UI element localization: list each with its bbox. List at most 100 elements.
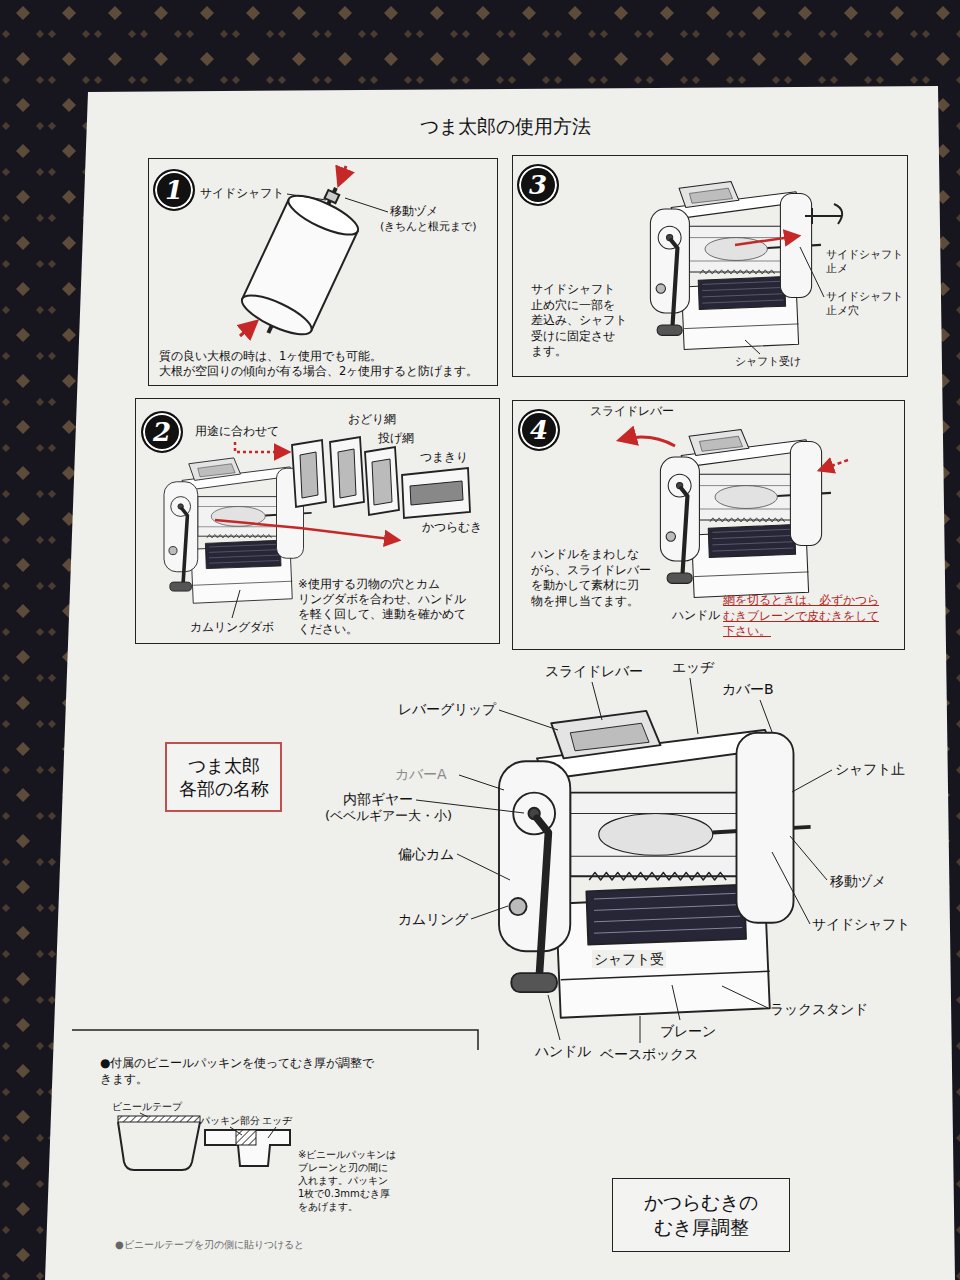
machine-figure xyxy=(650,181,842,354)
title-box: つま太郎 各部の名称 xyxy=(165,742,282,812)
note-text: ※ビニールパッキンは ブレーンと刃の間に 入れます。パッキン 1枚で0.3mmむ… xyxy=(298,1148,410,1213)
part-label: 内部ギヤー xyxy=(343,790,413,808)
step-number: 3 xyxy=(529,172,547,198)
part-label: サイドシャフト 止メ xyxy=(826,248,906,277)
text-anchor: つまきり xyxy=(420,450,468,466)
part-label: エッヂ xyxy=(672,658,714,676)
box-title: かつらむきの むき厚調整 xyxy=(619,1190,783,1239)
text-anchor: ブレーン xyxy=(660,1022,716,1040)
text-anchor: 偏心カム xyxy=(398,845,454,863)
text-anchor: カバーB xyxy=(722,680,774,698)
text-anchor: シャフト受 xyxy=(592,950,666,968)
text-anchor: 移動ヅメ xyxy=(830,872,886,890)
text-anchor: シャフト受け xyxy=(735,355,801,369)
text-anchor: おどり網 xyxy=(348,412,396,428)
part-label: カムリングダボ xyxy=(190,620,274,636)
part-label: ブレーン xyxy=(660,1022,716,1040)
step-badge: 1 xyxy=(153,169,195,211)
part-label: ハンドル xyxy=(672,608,720,624)
instruction-text: 質の良い大根の時は、1ヶ使用でも可能。 大根が空回りの傾向が有る場合、2ヶ使用す… xyxy=(159,349,493,379)
text-anchor: つま太郎の使用方法 xyxy=(300,114,710,139)
part-label: 投げ網 xyxy=(378,431,414,447)
warning-note: 網を切るときは、必ずかつら むきブレーンで皮むきをして 下さい。 xyxy=(723,593,893,640)
part-label: 偏心カム xyxy=(398,845,454,863)
instruction-text: ハンドルをまわしな がら、スライドレバー を動かして素材に刃 物を押し当てます。 xyxy=(531,547,657,609)
part-label: 用途に合わせて xyxy=(195,424,279,440)
title-box: かつらむきの むき厚調整 xyxy=(612,1178,790,1252)
part-label: かつらむき xyxy=(422,520,482,536)
part-label: カバーA xyxy=(395,765,447,783)
text-anchor: 網を切るときは、必ずかつら むきブレーンで皮むきをして 下さい。 xyxy=(723,593,893,640)
text-anchor: サイドシャフト 止め穴に一部を 差込み、シャフト 受けに固定させ ます。 xyxy=(531,282,631,360)
part-label: 移動ヅメ xyxy=(390,204,438,220)
text-anchor: ラックスタンド xyxy=(770,1000,868,1018)
text-anchor: ビニールテープ xyxy=(112,1100,182,1113)
part-label: カムリング xyxy=(398,910,468,928)
part-label: シャフト受 xyxy=(592,950,666,968)
part-label: ハンドル xyxy=(535,1042,591,1060)
text-anchor: サイドシャフト 止メ xyxy=(826,248,906,277)
part-label: サイドシャフト 止メ穴 xyxy=(826,290,906,319)
part-label: (ベベルギアー大・小) xyxy=(325,808,452,825)
text-anchor: ハンドルをまわしな がら、スライドレバー を動かして素材に刃 物を押し当てます。 xyxy=(531,547,657,609)
text-anchor: シャフト止 xyxy=(835,760,905,778)
part-label: つまきり xyxy=(420,450,468,466)
part-label: おどり網 xyxy=(348,412,396,428)
part-label: サイドシャフト xyxy=(200,186,284,202)
part-label: スライドレバー xyxy=(590,404,674,420)
text-anchor: エッヂ xyxy=(672,658,714,676)
note-text: ●付属のビニールパッキンを使ってむき厚が調整で きます。 xyxy=(100,1056,390,1087)
text-anchor: ベースボックス xyxy=(600,1045,698,1063)
section-figure xyxy=(72,1030,478,1170)
page-title: つま太郎の使用方法 xyxy=(300,114,710,139)
instruction-text: サイドシャフト 止め穴に一部を 差込み、シャフト 受けに固定させ ます。 xyxy=(531,282,631,360)
text-anchor: ハンドル xyxy=(672,608,720,624)
text-anchor: 投げ網 xyxy=(378,431,414,447)
box-title: つま太郎 各部の名称 xyxy=(173,754,274,801)
part-label: ラックスタンド xyxy=(770,1000,868,1018)
part-label: シャフト止 xyxy=(835,760,905,778)
text-anchor: カムリングダボ xyxy=(190,620,274,636)
text-anchor: ※使用する刃物の穴とカム リングダボを合わせ、ハンドル を軽く回して、連動を確か… xyxy=(298,577,470,637)
part-label: ベースボックス xyxy=(600,1045,698,1063)
step-panel: サイドシャフト 止め穴に一部を 差込み、シャフト 受けに固定させ ます。 3 xyxy=(512,155,908,377)
step-number: 4 xyxy=(530,417,548,443)
text-anchor: 移動ヅメ xyxy=(390,204,438,220)
part-label: (きちんと根元まで) xyxy=(380,220,477,234)
part-label: カバーB xyxy=(722,680,774,698)
text-anchor: ●ビニールテープを刃の側に貼りつけると xyxy=(115,1238,304,1251)
step-badge: 3 xyxy=(517,164,559,206)
part-label: レバーグリップ xyxy=(398,700,496,718)
text-anchor: (ベベルギアー大・小) xyxy=(325,808,452,825)
text-anchor: カバーA xyxy=(395,765,447,783)
step-number: 1 xyxy=(165,177,183,203)
machine-figure xyxy=(416,678,832,1043)
text-anchor: (きちんと根元まで) xyxy=(380,220,477,234)
part-label: エッヂ xyxy=(262,1114,292,1127)
text-anchor: かつらむき xyxy=(422,520,482,536)
part-label: スライドレバー xyxy=(545,662,643,680)
text-anchor: サイドシャフト 止メ穴 xyxy=(826,290,906,319)
paper-sheet xyxy=(45,86,955,1280)
text-anchor: パッキン部分 xyxy=(200,1114,260,1127)
text-anchor: レバーグリップ xyxy=(398,700,496,718)
part-label: サイドシャフト xyxy=(812,915,910,933)
text-anchor: エッヂ xyxy=(262,1114,292,1127)
step-number: 2 xyxy=(153,419,171,445)
part-label: パッキン部分 xyxy=(200,1114,260,1127)
text-anchor: スライドレバー xyxy=(545,662,643,680)
step-badge: 4 xyxy=(518,409,560,451)
text-anchor: ※ビニールパッキンは ブレーンと刃の間に 入れます。パッキン 1枚で0.3mmむ… xyxy=(298,1148,410,1213)
text-anchor: 用途に合わせて xyxy=(195,424,279,440)
text-anchor: ハンドル xyxy=(535,1042,591,1060)
part-label: ビニールテープ xyxy=(112,1100,182,1113)
text-anchor: 内部ギヤー xyxy=(343,790,413,808)
part-label: 移動ヅメ xyxy=(830,872,886,890)
step-badge: 2 xyxy=(141,411,183,453)
text-anchor: カムリング xyxy=(398,910,468,928)
part-label: シャフト受け xyxy=(735,355,801,369)
instruction-text: ※使用する刃物の穴とカム リングダボを合わせ、ハンドル を軽く回して、連動を確か… xyxy=(298,577,470,637)
text-anchor: 質の良い大根の時は、1ヶ使用でも可能。 大根が空回りの傾向が有る場合、2ヶ使用す… xyxy=(159,349,493,379)
